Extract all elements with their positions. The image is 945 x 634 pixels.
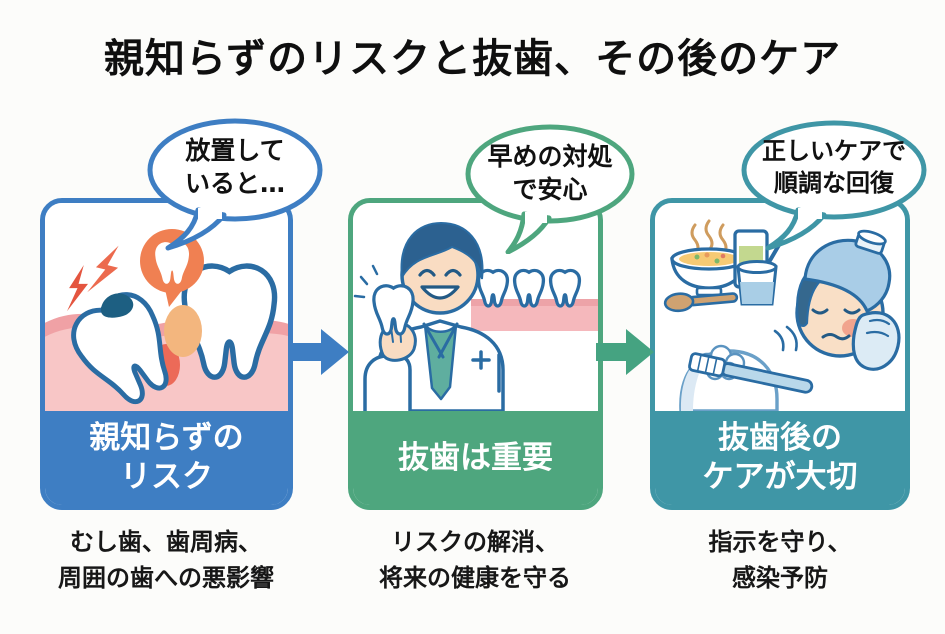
caption3-line1: 指示を守り、 xyxy=(708,528,852,556)
speech-bubble-3-text: 正しいケアで 順調な回復 xyxy=(740,136,928,199)
caption3-line2: 感染予防 xyxy=(732,564,828,592)
step2-label-line1: 抜歯は重要 xyxy=(398,439,553,476)
arrow-right-icon-1 xyxy=(291,329,349,375)
hand xyxy=(851,311,901,371)
step1-label-line1: 親知らずの xyxy=(89,420,244,457)
dentist-scene xyxy=(353,221,598,411)
hair xyxy=(400,221,484,281)
dentist-icon xyxy=(353,221,505,411)
motion-lines xyxy=(773,325,798,352)
caption1-line2: 周囲の歯への悪影響 xyxy=(58,564,274,592)
sparkle-lines xyxy=(353,264,379,299)
bubble1-line2: いると… xyxy=(184,169,285,198)
speech-bubble-2-text: 早めの対処 で安心 xyxy=(464,140,636,206)
step2-label: 抜歯は重要 xyxy=(353,411,598,505)
smile xyxy=(420,285,460,300)
panel-extraction-important: 抜歯は重要 xyxy=(348,198,603,510)
step1-label-line2: リスク xyxy=(120,459,213,495)
step2-caption: リスクの解消、 将来の健康を守る xyxy=(330,524,620,596)
step1-caption: むし歯、歯周病、 周囲の歯への悪影響 xyxy=(21,524,311,596)
speech-bubble-shape xyxy=(465,124,635,254)
pressure-blob xyxy=(164,305,202,357)
bubble2-line2: で安心 xyxy=(512,175,588,204)
step1-label: 親知らずの リスク xyxy=(45,411,288,505)
wooden-spoon-icon xyxy=(663,292,739,313)
step3-caption: 指示を守り、 感染予防 xyxy=(635,524,925,596)
bubble1-line1: 放置して xyxy=(185,136,285,165)
yogurt-cup-icon xyxy=(736,243,781,306)
caption1-line1: むし歯、歯周病、 xyxy=(70,528,262,556)
caption2-line1: リスクの解消、 xyxy=(391,528,559,556)
speech-bubble-1-text: 放置して いると… xyxy=(146,134,324,200)
cavity-spot xyxy=(100,293,134,318)
step3-label: 抜歯後の ケアが大切 xyxy=(655,411,905,505)
panel-aftercare: 抜歯後の ケアが大切 xyxy=(650,198,910,510)
arrow-right-icon-2 xyxy=(596,329,654,375)
bubble2-line1: 早めの対処 xyxy=(487,142,613,171)
caption2-line2: 将来の健康を守る xyxy=(379,564,571,592)
speech-bubble-3: 正しいケアで 順調な回復 xyxy=(740,120,928,252)
step3-label-line1: 抜歯後の xyxy=(718,420,842,457)
healthy-teeth-row-icon xyxy=(471,268,598,331)
dentist-illustration xyxy=(353,203,598,411)
wisdom-tooth-illustration xyxy=(45,203,288,411)
tooth-alert-badge-icon xyxy=(140,229,204,307)
soup-bowl-icon xyxy=(670,219,748,297)
step3-label-line2: ケアが大切 xyxy=(702,459,858,495)
speech-bubble-shape xyxy=(741,120,927,251)
toothbrush-icon xyxy=(679,325,814,411)
aftercare-scene xyxy=(663,219,901,411)
aftercare-illustration xyxy=(655,203,905,411)
speech-bubble-1: 放置して いると… xyxy=(146,118,324,252)
ice-pack xyxy=(803,238,892,313)
page-title: 親知らずのリスクと抜歯、その後のケア xyxy=(103,36,842,82)
bubble3-line2: 順調な回復 xyxy=(774,168,894,197)
speech-bubble-2: 早めの対処 で安心 xyxy=(464,124,636,254)
shirt xyxy=(423,323,458,401)
ice-pack-cap xyxy=(854,229,887,255)
ice-pack-patient-icon xyxy=(795,229,901,371)
medical-cross-icon xyxy=(471,350,491,370)
bubble3-line1: 正しいケアで xyxy=(762,137,906,165)
impacted-tooth-scene xyxy=(45,229,288,411)
speech-bubble-shape xyxy=(147,118,323,251)
